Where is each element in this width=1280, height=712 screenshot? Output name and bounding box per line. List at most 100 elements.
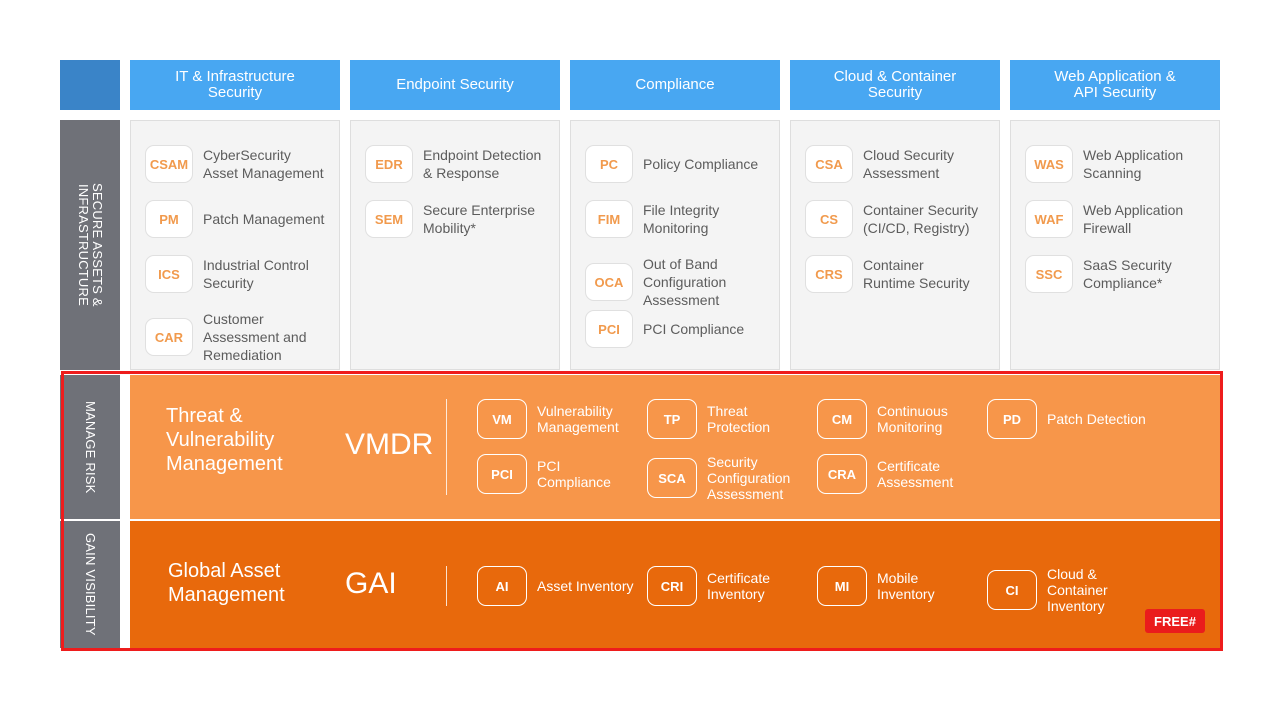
product-ci[interactable]: CI Cloud & Container Inventory — [987, 566, 1157, 614]
product-label: Asset Inventory — [537, 578, 634, 594]
product-sem[interactable]: SEM Secure Enterprise Mobility* — [365, 200, 561, 238]
product-csam[interactable]: CSAM CyberSecurity Asset Management — [145, 145, 341, 183]
product-label: Endpoint Detection & Response — [423, 147, 542, 181]
product-pci[interactable]: PCI PCI Compliance — [585, 310, 781, 348]
product-cra[interactable]: CRA Certificate Assessment — [817, 454, 987, 494]
product-badge: AI — [477, 566, 527, 606]
product-label: Patch Management — [203, 211, 325, 227]
tv-divider — [446, 399, 447, 495]
product-label: Vulnerability Management — [537, 403, 619, 435]
side-manage-risk: MANAGE RISK — [60, 375, 120, 519]
product-label: Industrial Control Security — [203, 257, 309, 291]
product-label: Container Runtime Security — [863, 257, 970, 291]
product-label: SaaS Security Compliance* — [1083, 257, 1172, 291]
header-it-infrastructure-security: IT & Infrastructure Security — [130, 60, 340, 110]
product-was[interactable]: WAS Web Application Scanning — [1025, 145, 1221, 183]
product-badge: SCA — [647, 458, 697, 498]
product-label: Secure Enterprise Mobility* — [423, 202, 536, 236]
free-tag: FREE# — [1145, 609, 1205, 633]
vmdr-label: VMDR — [345, 428, 434, 461]
product-cm[interactable]: CM Continuous Monitoring — [817, 399, 987, 439]
gai-title: Global Asset Management — [168, 560, 285, 606]
product-waf[interactable]: WAF Web Application Firewall — [1025, 200, 1221, 238]
product-badge: TP — [647, 399, 697, 439]
product-tp[interactable]: TP Threat Protection — [647, 399, 817, 439]
product-car[interactable]: CAR Customer Assessment and Remediation — [145, 310, 341, 364]
column-compliance: PC Policy Compliance FIM File Integrity … — [570, 120, 780, 370]
header-label: IT & Infrastructure Security — [175, 68, 295, 101]
product-ssc[interactable]: SSC SaaS Security Compliance* — [1025, 255, 1221, 293]
product-label: Certificate Assessment — [877, 458, 954, 490]
header-web-application-api-security: Web Application & API Security — [1010, 60, 1220, 110]
side-secure-assets: SECURE ASSETS & INFRASTRUCTURE — [60, 120, 120, 370]
product-badge: CSA — [805, 145, 853, 183]
product-label: Security Configuration Assessment — [707, 454, 791, 502]
side-label: MANAGE RISK — [83, 400, 98, 494]
product-badge: VM — [477, 399, 527, 439]
product-badge: PCI — [585, 310, 633, 348]
side-divider — [60, 519, 120, 521]
side-label: SECURE ASSETS & INFRASTRUCTURE — [76, 183, 105, 307]
product-badge: SEM — [365, 200, 413, 238]
product-pci-tv[interactable]: PCI PCI Compliance — [477, 454, 647, 494]
product-edr[interactable]: EDR Endpoint Detection & Response — [365, 145, 561, 183]
gai-label: GAI — [345, 567, 397, 600]
product-badge: CM — [817, 399, 867, 439]
side-label: GAIN VISIBILITY — [83, 533, 98, 636]
tv-title: Threat & Vulnerability Management — [166, 405, 283, 475]
product-badge: CRS — [805, 255, 853, 293]
product-label: Threat Protection — [707, 403, 771, 435]
product-ai[interactable]: AI Asset Inventory — [477, 566, 647, 606]
header-label: Cloud & Container Security — [833, 68, 957, 101]
product-badge: WAF — [1025, 200, 1073, 238]
header-compliance: Compliance — [570, 60, 780, 110]
product-label: Web Application Scanning — [1083, 147, 1184, 181]
product-badge: MI — [817, 566, 867, 606]
column-it-infrastructure: CSAM CyberSecurity Asset Management PM P… — [130, 120, 340, 370]
product-badge: ICS — [145, 255, 193, 293]
product-label: PCI Compliance — [643, 321, 745, 337]
header-cloud-container-security: Cloud & Container Security — [790, 60, 1000, 110]
product-badge: CI — [987, 570, 1037, 610]
product-badge: PM — [145, 200, 193, 238]
product-ics[interactable]: ICS Industrial Control Security — [145, 255, 341, 293]
product-label: Policy Compliance — [643, 156, 759, 172]
column-cloud-container: CSA Cloud Security Assessment CS Contain… — [790, 120, 1000, 370]
band-global-asset-management — [130, 521, 1220, 648]
product-badge: PC — [585, 145, 633, 183]
side-gain-visibility: GAIN VISIBILITY — [60, 521, 120, 648]
header-corner — [60, 60, 120, 110]
product-crs[interactable]: CRS Container Runtime Security — [805, 255, 1001, 293]
product-label: Customer Assessment and Remediation — [203, 311, 307, 363]
product-label: Mobile Inventory — [877, 570, 935, 602]
product-label: Patch Detection — [1047, 411, 1146, 427]
product-label: Continuous Monitoring — [877, 403, 948, 435]
highlight-box — [61, 371, 1223, 651]
product-badge: OCA — [585, 263, 633, 301]
product-pm[interactable]: PM Patch Management — [145, 200, 341, 238]
product-mi[interactable]: MI Mobile Inventory — [817, 566, 987, 606]
product-vm[interactable]: VM Vulnerability Management — [477, 399, 647, 439]
product-badge: SSC — [1025, 255, 1073, 293]
product-pc[interactable]: PC Policy Compliance — [585, 145, 781, 183]
gai-divider — [446, 566, 447, 606]
product-sca[interactable]: SCA Security Configuration Assessment — [647, 454, 817, 502]
product-badge: EDR — [365, 145, 413, 183]
product-badge: CRI — [647, 566, 697, 606]
header-label: Compliance — [635, 76, 715, 93]
product-pd[interactable]: PD Patch Detection — [987, 399, 1157, 439]
product-label: Certificate Inventory — [707, 570, 771, 602]
product-label: Out of Band Configuration Assessment — [643, 256, 727, 308]
product-badge: PCI — [477, 454, 527, 494]
header-label: Web Application & API Security — [1054, 68, 1176, 101]
product-badge: CRA — [817, 454, 867, 494]
product-label: PCI Compliance — [537, 458, 611, 490]
product-badge: PD — [987, 399, 1037, 439]
product-fim[interactable]: FIM File Integrity Monitoring — [585, 200, 781, 238]
product-csa[interactable]: CSA Cloud Security Assessment — [805, 145, 1001, 183]
product-badge: CAR — [145, 318, 193, 356]
product-cri[interactable]: CRI Certificate Inventory — [647, 566, 817, 606]
product-cs[interactable]: CS Container Security (CI/CD, Registry) — [805, 200, 1001, 238]
product-oca[interactable]: OCA Out of Band Configuration Assessment — [585, 255, 781, 309]
product-badge: CSAM — [145, 145, 193, 183]
